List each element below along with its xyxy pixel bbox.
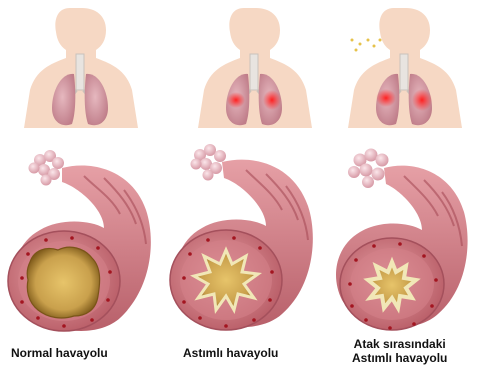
allergen-particles <box>351 39 382 52</box>
panel-attack <box>336 8 468 330</box>
torso-illustration <box>348 8 462 128</box>
torso-illustration <box>24 8 138 128</box>
label-attack-line-2: Astımlı havayolu <box>352 351 447 365</box>
alveoli-cluster <box>29 150 65 186</box>
label-asthmatic-airway: Astımlı havayolu <box>183 346 278 360</box>
inflammation-spot <box>263 90 281 110</box>
label-attack-airway: Atak sırasındaki Astımlı havayolu <box>352 337 447 365</box>
airway-cross-section <box>340 238 444 330</box>
panel-asthma <box>170 8 313 330</box>
airway-lumen-normal <box>27 247 99 318</box>
torso-illustration <box>198 8 312 128</box>
label-attack-line-1: Atak sırasındaki <box>352 337 447 351</box>
inflammation-spot <box>227 92 245 108</box>
alveoli-cluster <box>348 149 389 189</box>
airway-cross-section <box>8 231 120 331</box>
label-normal-airway: Normal havayolu <box>11 346 108 360</box>
airway-cross-section <box>170 230 282 330</box>
alveoli-cluster <box>191 144 227 181</box>
panel-normal <box>8 8 151 331</box>
inflammation-spot <box>376 89 396 107</box>
inflammation-spot <box>412 89 432 111</box>
